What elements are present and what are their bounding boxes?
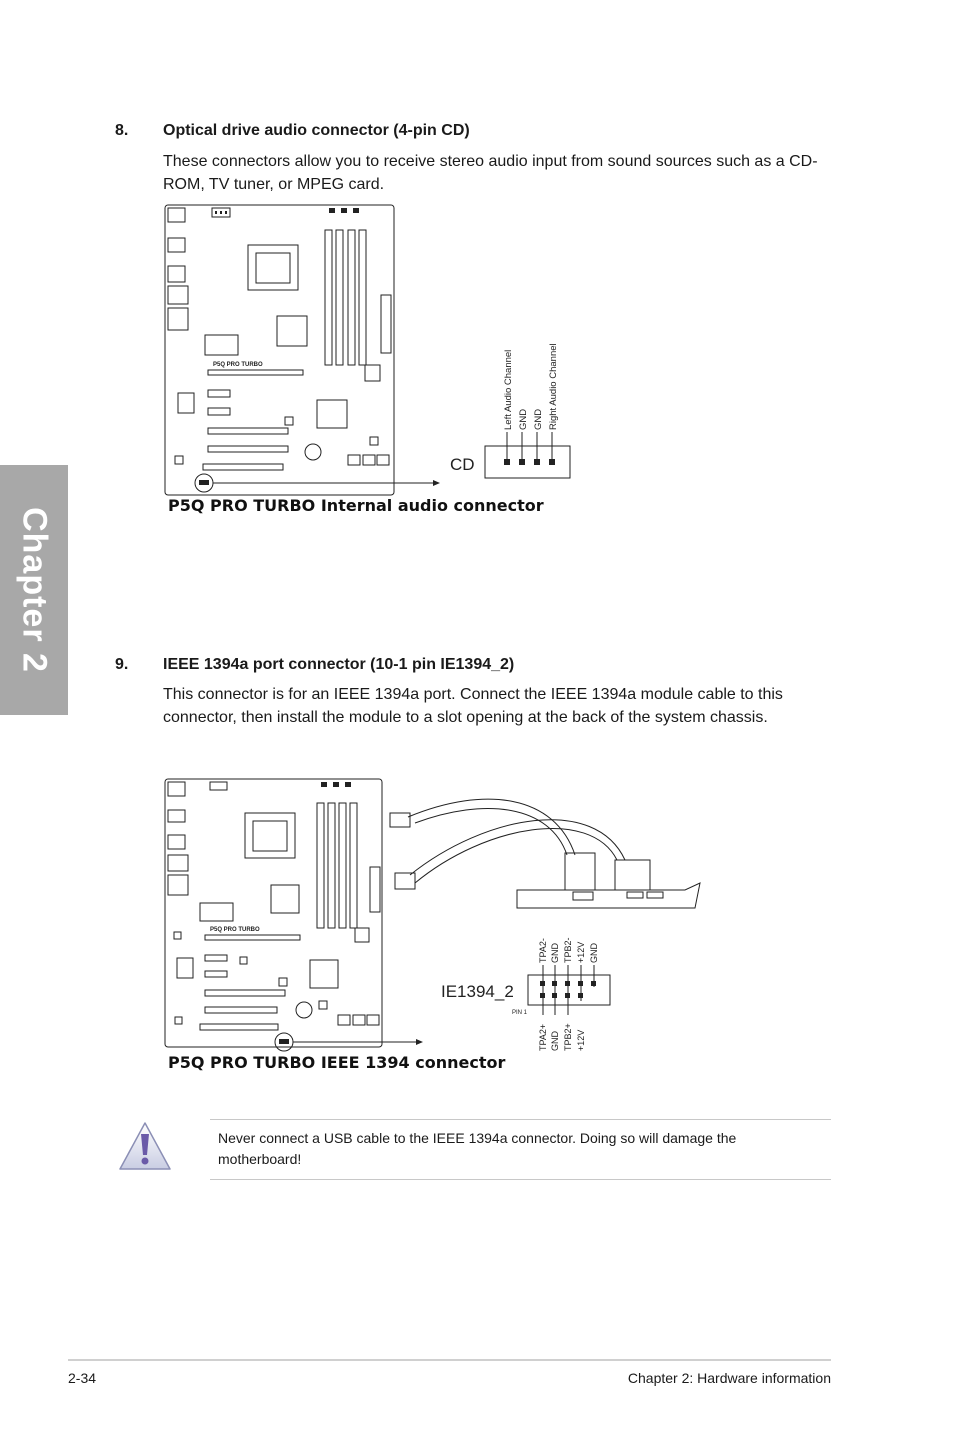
section-8-body: These connectors allow you to receive st… (163, 153, 818, 193)
pcie-slot (207, 369, 304, 376)
warning-note-text: Never connect a USB cable to the IEEE 13… (218, 1130, 737, 1167)
bottom-pin-label-3: TPB2+ (563, 1023, 573, 1051)
pin-label-1: Left Audio Channel (503, 350, 514, 430)
footer-chapter-title: Chapter 2: Hardware information (627, 1370, 831, 1386)
bottom-pin-label-2: GND (550, 1031, 560, 1052)
pin-label-2: GND (518, 409, 529, 430)
pci-slot (204, 989, 286, 997)
pin1-label: PIN 1 (512, 1010, 528, 1016)
motherboard-outline (164, 778, 383, 1048)
section-9-title: IEEE 1394a port connector (10-1 pin IE13… (163, 656, 515, 673)
cd-connector-label: CD (450, 455, 475, 474)
board-label: P5Q PRO TURBO (213, 362, 263, 368)
top-pin-label-5: GND (589, 943, 599, 964)
section-8-title: Optical drive audio connector (4-pin CD) (163, 122, 470, 139)
pin-label-4: Right Audio Channel (548, 343, 559, 430)
bottom-pin-label-4: +12V (576, 1030, 586, 1051)
chapter-tab-label: Chapter 2 (15, 507, 54, 673)
ieee1394-module-bracket (389, 798, 701, 909)
footer-rule (68, 1359, 831, 1361)
southbridge-chip (309, 959, 339, 989)
atx-power-connector (369, 866, 381, 913)
ieee1394-connector-label: IE1394_2 (441, 982, 514, 1001)
cpu-socket (244, 812, 296, 859)
board-label: P5Q PRO TURBO (210, 927, 260, 933)
northbridge-chip (270, 884, 300, 914)
pci-slot (207, 427, 289, 435)
top-pin-label-2: GND (550, 943, 560, 964)
note-top-rule (210, 1119, 831, 1120)
warning-icon (119, 1122, 171, 1170)
cd-connector-diagram: P5Q PRO TURBO CD Left Audio Channel GND … (164, 204, 571, 496)
top-pin-label-1: TPA2- (538, 938, 548, 963)
chapter-side-tab: Chapter 2 (0, 465, 68, 715)
section-9-number: 9. (115, 656, 129, 673)
page-number: 2-34 (68, 1370, 97, 1386)
pcie-slot (204, 934, 301, 941)
atx-power-connector (380, 294, 392, 354)
ieee1394-connector-diagram: P5Q PRO TURBO IE1394_2 PIN 1 TPA2- GND T… (164, 778, 701, 1052)
note-bottom-rule (210, 1179, 831, 1180)
figure-2-caption: P5Q PRO TURBO IEEE 1394 connector (168, 1053, 506, 1072)
cpu-socket (247, 244, 299, 291)
motherboard-outline (164, 204, 395, 496)
cd-connector-header (484, 445, 571, 479)
top-pin-label-4: +12V (576, 942, 586, 963)
figure-1-caption: P5Q PRO TURBO Internal audio connector (168, 496, 544, 515)
ieee1394-header (527, 974, 611, 1006)
southbridge-chip (316, 399, 348, 429)
section-9-body: This connector is for an IEEE 1394a port… (163, 686, 783, 726)
section-8-number: 8. (115, 122, 129, 139)
bottom-pin-label-1: TPA2+ (538, 1024, 548, 1051)
pin-label-3: GND (533, 409, 544, 430)
top-pin-label-3: TPB2- (563, 937, 573, 963)
northbridge-chip (276, 315, 308, 347)
